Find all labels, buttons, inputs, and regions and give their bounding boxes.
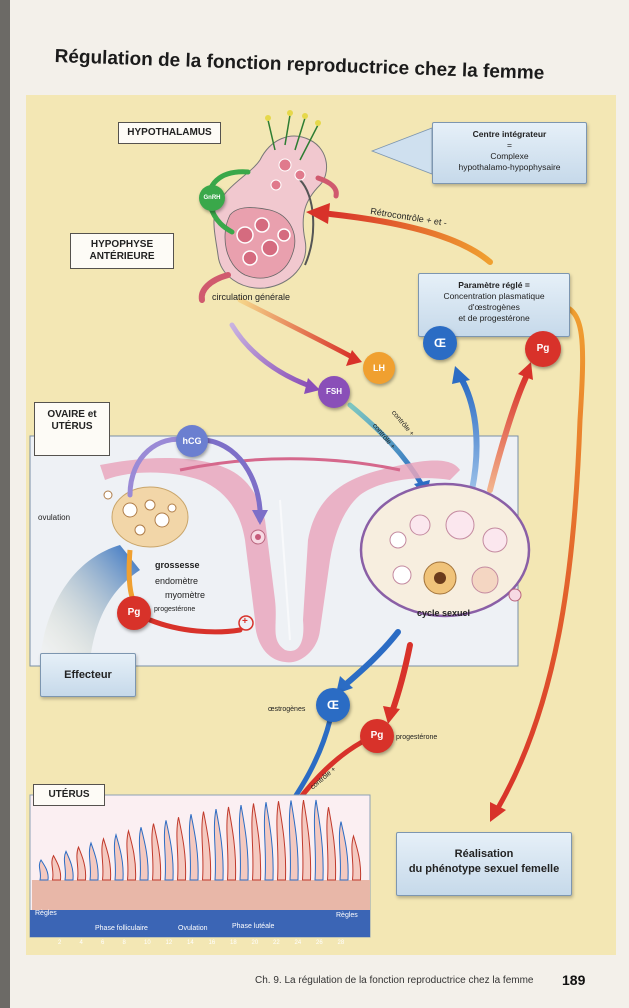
timeline-day: 28 (338, 940, 345, 946)
gnrh-circle: GnRH (199, 185, 225, 211)
timeline-day: 4 (80, 940, 83, 946)
oe-circle-bottom: Œ (316, 688, 350, 722)
phase-luteale-label: Phase lutéale (232, 923, 274, 930)
timeline-day: 20 (252, 940, 259, 946)
effecteur-box: Effecteur (40, 653, 136, 697)
timeline-day: 22 (273, 940, 280, 946)
myometre-label: myomètre (165, 590, 205, 600)
timeline-day: 10 (144, 940, 151, 946)
centre-line3: Complexe (433, 151, 586, 162)
pg-circle-top: Pg (525, 331, 561, 367)
hcg-circle: hCG (176, 425, 208, 457)
regles-right-label: Règles (336, 912, 358, 919)
footer-text: Ch. 9. La régulation de la fonction repr… (255, 975, 534, 986)
phase-folliculaire-label: Phase folliculaire (95, 925, 148, 932)
hypophyse-text: HYPOPHYSE ANTÉRIEURE (89, 239, 154, 262)
timeline-day: 12 (166, 940, 173, 946)
realisation-box: Réalisation du phénotype sexuel femelle (396, 832, 572, 896)
lh-circle: LH (363, 352, 395, 384)
centre-line2: = (433, 140, 586, 151)
progesterone-label-2: progestérone (396, 734, 437, 741)
ovary-uterus-label: OVAIRE et UTÉRUS (34, 402, 110, 456)
progesterone-label-1: progestérone (154, 606, 195, 613)
page-number: 189 (562, 972, 585, 988)
plus-label: + (242, 616, 248, 627)
oestrogenes-label: œstrogènes (268, 706, 305, 713)
uterus-text: UTÉRUS (48, 789, 89, 800)
timeline-day: 18 (230, 940, 237, 946)
pg-circle-bottom: Pg (360, 719, 394, 753)
grossesse-label: grossesse (155, 560, 200, 570)
uterus-label: UTÉRUS (33, 784, 105, 806)
oe-text-bottom: Œ (327, 698, 339, 712)
parametre-line2: Concentration plasmatique (419, 291, 569, 302)
timeline-day: 14 (187, 940, 194, 946)
ovulation-timeline-label: Ovulation (178, 925, 208, 932)
timeline-day: 6 (101, 940, 104, 946)
ovary-cycle-oval (361, 484, 529, 616)
centre-line4: hypothalamo-hypophysaire (433, 162, 586, 173)
parametre-line3: d'œstrogènes (419, 302, 569, 313)
circulation-label: circulation générale (212, 292, 290, 302)
endometre-label: endomètre (155, 576, 198, 586)
ovulation-label: ovulation (38, 513, 70, 522)
hypophyse-label: HYPOPHYSE ANTÉRIEURE (70, 233, 174, 269)
timeline-day: 26 (316, 940, 323, 946)
gnrh-text: GnRH (204, 195, 221, 201)
timeline-day: 16 (209, 940, 216, 946)
timeline-bar (30, 910, 370, 937)
pg-text-top: Pg (537, 343, 550, 354)
realisation-line2: du phénotype sexuel femelle (397, 862, 571, 877)
parametre-line1: Paramètre réglé = (419, 280, 569, 291)
timeline-day: 2 (58, 940, 61, 946)
fsh-text: FSH (326, 387, 342, 396)
ovary-uterus-text: OVAIRE et UTÉRUS (47, 409, 96, 432)
oe-circle-top: Œ (423, 326, 457, 360)
centre-integrateur-box: Centre intégrateur = Complexe hypothalam… (432, 122, 587, 184)
lh-arrow (240, 300, 352, 357)
timeline-day: 24 (295, 940, 302, 946)
realisation-line1: Réalisation (397, 847, 571, 862)
cycle-label: cycle sexuel (417, 608, 470, 618)
endometrium-base (32, 880, 370, 910)
pg-circle-panel: Pg (117, 596, 151, 630)
hcg-text: hCG (183, 436, 202, 446)
pg-text-bottom: Pg (371, 730, 384, 741)
fsh-arrow (232, 325, 310, 386)
pg-text-panel: Pg (128, 607, 141, 618)
lh-text: LH (373, 363, 385, 373)
parametre-line4: et de progestérone (419, 313, 569, 324)
centre-pointer (372, 128, 432, 174)
timeline-day: 8 (123, 940, 126, 946)
hypothalamus-text: HYPOTHALAMUS (127, 127, 211, 138)
oe-text-top: Œ (434, 336, 446, 350)
hypothalamus-label: HYPOTHALAMUS (118, 122, 221, 144)
regles-left-label: Règles (35, 910, 57, 917)
fsh-circle: FSH (318, 376, 350, 408)
centre-line1: Centre intégrateur (433, 129, 586, 140)
effecteur-text: Effecteur (64, 669, 112, 681)
